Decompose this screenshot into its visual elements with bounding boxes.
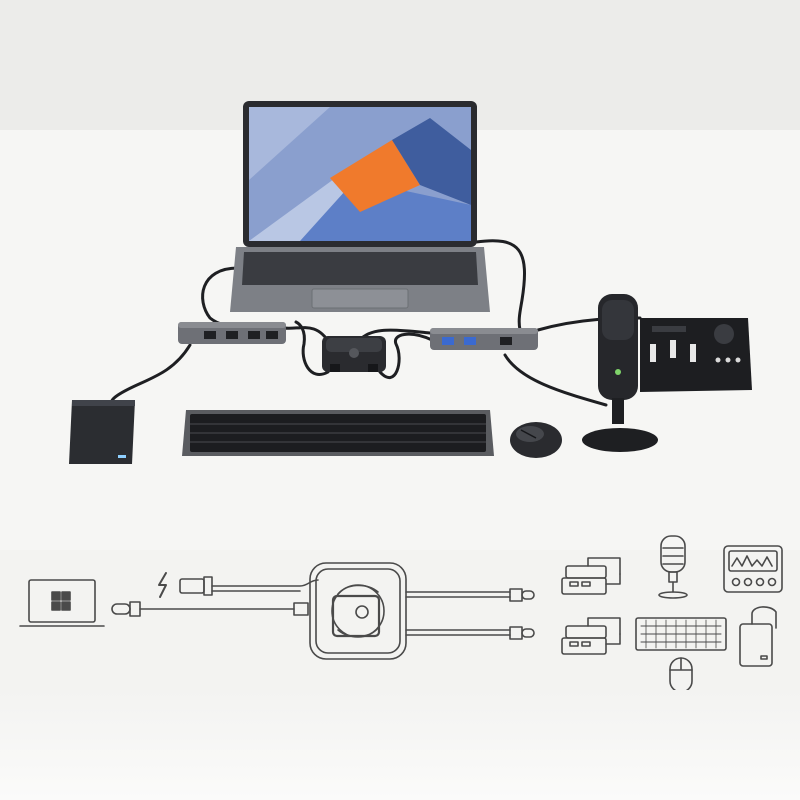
mouse-icon bbox=[669, 657, 693, 693]
hard-drive-icon bbox=[739, 606, 777, 667]
bottom-fade bbox=[0, 690, 800, 800]
usb-hub-icon bbox=[561, 557, 621, 595]
keyboard bbox=[182, 410, 494, 456]
usb-switch-icon bbox=[309, 562, 407, 660]
audio-interface-icon bbox=[723, 545, 783, 593]
laptop-trackpad bbox=[311, 288, 409, 309]
microphone-icon bbox=[658, 535, 688, 599]
switch-lower-right-cable bbox=[378, 332, 434, 380]
usb-microphone bbox=[582, 294, 658, 452]
laptop bbox=[230, 101, 490, 312]
usb-hub-left bbox=[178, 322, 286, 344]
mouse bbox=[510, 422, 562, 458]
computer-windows-icon bbox=[19, 579, 105, 627]
switch-lower-left-cable bbox=[294, 320, 330, 376]
laptop-right-cable bbox=[474, 239, 526, 332]
hub-to-microphone-cable bbox=[503, 353, 608, 407]
keyboard-icon bbox=[635, 617, 727, 651]
laptop-keyboard bbox=[242, 252, 478, 285]
power-lightning-icon bbox=[158, 572, 167, 598]
usb-hub-icon-2 bbox=[561, 617, 621, 655]
external-hard-drive bbox=[69, 400, 135, 464]
output-cable-top bbox=[405, 588, 535, 602]
output-cable-bottom bbox=[405, 626, 535, 640]
usb-a-cable-icon bbox=[179, 576, 319, 596]
connection-diagram bbox=[19, 535, 783, 693]
usb-hub-right bbox=[430, 328, 538, 350]
usb-c-cable-icon bbox=[111, 601, 309, 617]
usb-switch bbox=[322, 336, 386, 372]
screen-orange-shape bbox=[330, 140, 420, 212]
audio-interface bbox=[640, 318, 752, 392]
